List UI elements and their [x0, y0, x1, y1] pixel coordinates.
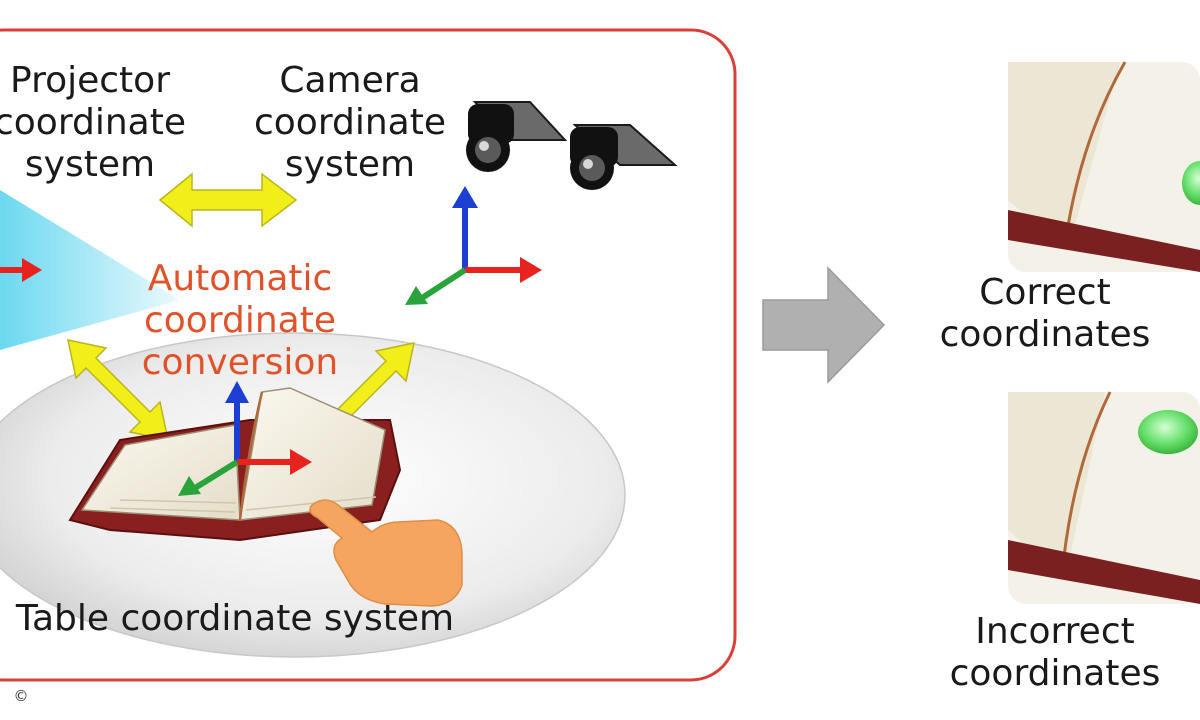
- hand-icon: [309, 499, 463, 607]
- projector-label: Projector coordinate system: [0, 60, 255, 186]
- conversion-label: Automatic coordinate conversion: [100, 258, 380, 384]
- correct-label: Correct coordinates: [925, 272, 1165, 356]
- correct-label-line-1: Correct: [979, 272, 1111, 313]
- incorrect-book-image: [1008, 391, 1200, 604]
- correct-label-line-2: coordinates: [939, 314, 1151, 355]
- table-label: Table coordinate system: [0, 598, 500, 640]
- conversion-label-line-1: Automatic: [147, 258, 333, 299]
- copyright-icon: ©: [13, 687, 29, 705]
- conversion-label-line-2: coordinate: [143, 300, 336, 341]
- camera-label-line-3: system: [284, 144, 416, 185]
- correct-book-image: [1008, 61, 1200, 272]
- incorrect-label-line-2: coordinates: [949, 653, 1161, 694]
- double-arrow-top: [158, 172, 298, 228]
- projector-axis-x: [0, 258, 42, 282]
- camera-label: Camera coordinate system: [215, 60, 485, 186]
- camera-axes: [405, 186, 542, 305]
- projector-label-line-3: system: [24, 144, 156, 185]
- projector-label-line-2: coordinate: [0, 102, 186, 143]
- camera-icon: [466, 101, 678, 190]
- book-axes: [178, 381, 312, 496]
- incorrect-label: Incorrect coordinates: [935, 611, 1175, 695]
- green-light-icon: [1182, 161, 1200, 205]
- conversion-label-line-3: conversion: [141, 342, 339, 383]
- green-light-icon: [1138, 410, 1198, 454]
- camera-label-line-2: coordinate: [253, 102, 446, 143]
- incorrect-label-line-1: Incorrect: [975, 611, 1135, 652]
- projector-label-line-1: Projector: [10, 60, 170, 101]
- projector-beam: [0, 190, 180, 350]
- right-arrow-icon: [762, 266, 886, 384]
- table-label-text: Table coordinate system: [15, 598, 455, 639]
- camera-label-line-1: Camera: [279, 60, 421, 101]
